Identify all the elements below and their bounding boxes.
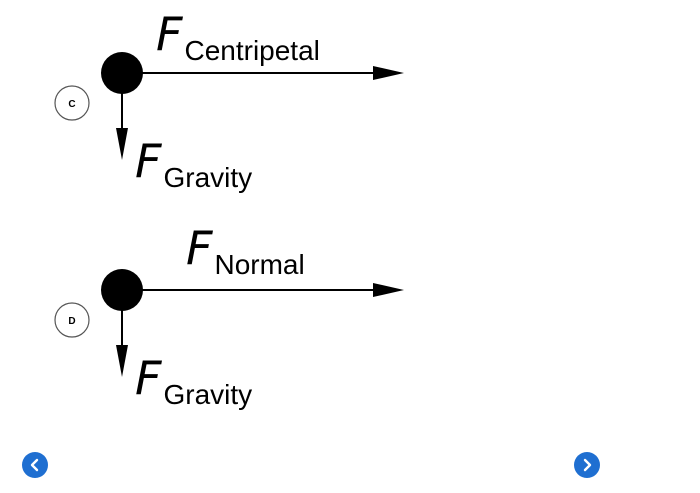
object-ball-c (101, 52, 143, 94)
option-d-badge[interactable]: D (54, 302, 90, 338)
centripetal-force-label: FCentripetal (156, 7, 320, 66)
option-c-diagram: C FCentripetal FGravity (54, 7, 404, 193)
chevron-left-icon (22, 452, 48, 478)
centripetal-arrowhead (373, 66, 404, 80)
option-c-badge[interactable]: C (54, 85, 90, 121)
object-ball-d (101, 269, 143, 311)
gravity-arrowhead-c (116, 128, 128, 160)
previous-button[interactable] (22, 452, 48, 478)
next-button[interactable] (574, 452, 600, 478)
option-d-diagram: D FNormal FGravity (54, 221, 404, 410)
gravity-force-label-c: FGravity (135, 134, 252, 193)
normal-force-label: FNormal (186, 221, 305, 280)
option-c-letter: C (68, 99, 75, 110)
chevron-right-icon (574, 452, 600, 478)
gravity-force-label-d: FGravity (135, 351, 252, 410)
option-d-letter: D (68, 316, 75, 327)
normal-arrowhead (373, 283, 404, 297)
gravity-arrowhead-d (116, 345, 128, 377)
